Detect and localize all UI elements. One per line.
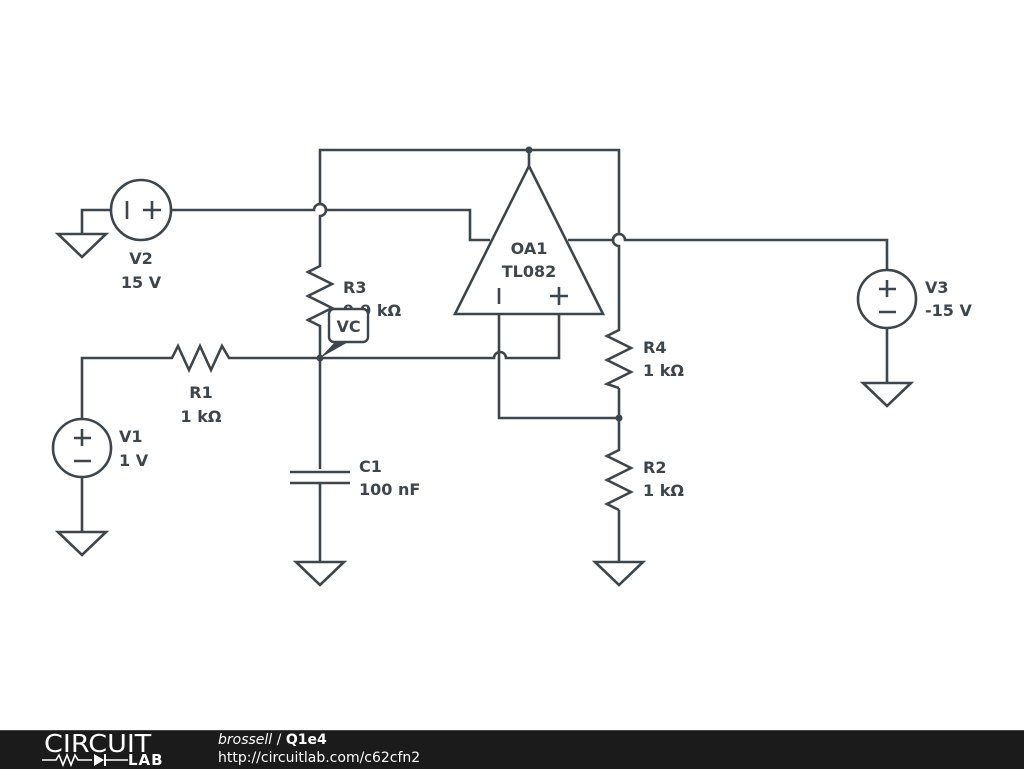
- r2-name-label: R2: [643, 458, 666, 477]
- logo-text-circuit: CIRCUIT: [44, 729, 152, 758]
- resistor-R1[interactable]: R1 1 kΩ: [166, 342, 236, 426]
- ground-icon: [591, 560, 647, 587]
- r2-value-label: 1 kΩ: [643, 481, 684, 500]
- voltage-source-V1[interactable]: V1 1 V: [51, 417, 149, 479]
- resistor-zigzag: [166, 342, 236, 374]
- v2-value-label: 15 V: [121, 273, 162, 292]
- v1-name-label: V1: [119, 427, 143, 446]
- wire-minus-to-divider: [497, 314, 619, 420]
- resistor-diode-icon: [42, 753, 128, 767]
- v3-value-label: -15 V: [925, 301, 972, 320]
- opamp-triangle: [452, 163, 606, 316]
- wire-opamp-to-v3: [568, 232, 889, 270]
- v2-name-label: V2: [129, 249, 153, 268]
- net-label-VC[interactable]: VC: [320, 307, 370, 358]
- resistor-zigzag: [604, 448, 634, 512]
- net-label-box: [327, 307, 370, 344]
- c1-value-label: 100 nF: [359, 480, 420, 499]
- source-circle: [51, 417, 113, 479]
- schematic-canvas[interactable]: OA1 TL082 V2 15 V V3 -15 V V1 1 V R1 1 k…: [0, 0, 1024, 730]
- r4-name-label: R4: [643, 338, 666, 357]
- circuit-owner-title: brossell / Q1e4: [218, 732, 327, 749]
- ground-symbols: [54, 232, 915, 587]
- logo-text-lab: LAB: [128, 751, 164, 769]
- v3-name-label: V3: [925, 278, 949, 297]
- author-link[interactable]: brossell: [218, 732, 273, 748]
- wire-v1-to-r1: [80, 356, 166, 418]
- resistor-R4[interactable]: R4 1 kΩ: [603, 328, 684, 390]
- junction-dot: [525, 146, 533, 154]
- capacitor-C1[interactable]: C1 100 nF: [290, 457, 420, 499]
- circuitlab-logo[interactable]: CIRCUIT LAB: [42, 731, 178, 769]
- r1-name-label: R1: [189, 383, 212, 402]
- ground-icon: [859, 381, 915, 408]
- footer-bar: CIRCUIT LAB brossell / Q1e4 http://circu…: [0, 730, 1024, 769]
- c1-name-label: C1: [359, 457, 382, 476]
- source-circle: [109, 178, 173, 242]
- ground-icon: [54, 232, 110, 259]
- ground-icon: [54, 530, 110, 557]
- junction-dot: [615, 414, 623, 422]
- wire-top-loop: [318, 148, 621, 328]
- resistor-zigzag: [603, 328, 634, 390]
- wire-v2-ground: [80, 208, 111, 234]
- voltage-source-V3[interactable]: V3 -15 V: [856, 268, 972, 330]
- r3-name-label: R3: [343, 278, 366, 297]
- opamp-name-label: OA1: [511, 239, 548, 258]
- source-circle: [856, 268, 918, 330]
- net-label-pointer: [320, 341, 350, 358]
- wires: [80, 148, 889, 562]
- r4-value-label: 1 kΩ: [643, 361, 684, 380]
- resistor-R2[interactable]: R2 1 kΩ: [604, 448, 684, 512]
- opamp-OA1[interactable]: OA1 TL082: [452, 163, 606, 316]
- resistor-zigzag: [305, 264, 335, 328]
- circuit-title[interactable]: Q1e4: [285, 732, 327, 748]
- ground-icon: [292, 560, 348, 587]
- net-label-text: VC: [336, 317, 360, 336]
- wire-node-to-plus: [320, 314, 561, 360]
- circuit-url[interactable]: http://circuitlab.com/c62cfn2: [218, 750, 421, 766]
- opamp-model-label: TL082: [502, 262, 557, 281]
- path-separator: /: [272, 732, 286, 748]
- v1-value-label: 1 V: [119, 451, 149, 470]
- voltage-source-V2[interactable]: V2 15 V: [109, 178, 173, 292]
- r1-value-label: 1 kΩ: [181, 407, 222, 426]
- wire-v2-to-opamp: [171, 202, 490, 242]
